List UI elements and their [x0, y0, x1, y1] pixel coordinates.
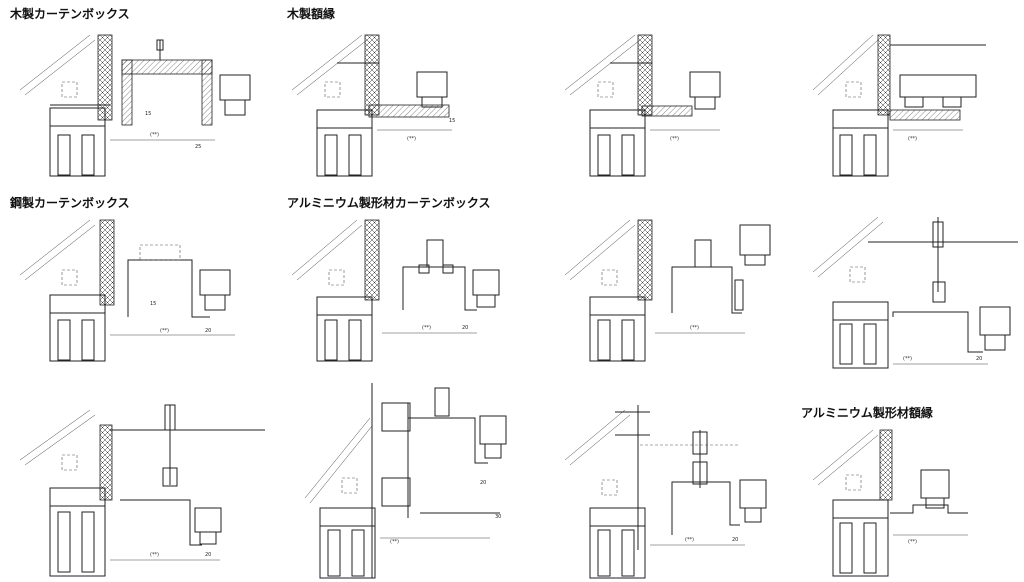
dim-label: (**) [407, 136, 416, 142]
label-wood-frame: 木製額縁 [287, 7, 336, 21]
detail-alu-frame: (**) [812, 429, 968, 577]
dim-label: 15 [145, 111, 151, 117]
label-alu-frame: アルミニウム製形材額縁 [801, 406, 933, 420]
dim-label: 20 [480, 480, 486, 486]
detail-steel-curtain-box: (**) 20 15 [19, 219, 235, 362]
dim-label: (**) [422, 325, 431, 331]
detail-alu-ceiling-hung: (**) 20 [19, 404, 265, 577]
dim-label: 20 [205, 552, 211, 558]
detail-alu-tall-box: (**) 20 30 [304, 383, 507, 579]
dim-label: (**) [903, 356, 912, 362]
detail-wood-curtain-box: (**) 25 15 [19, 34, 251, 177]
detail-wood-frame: (**) 15 [291, 34, 455, 177]
dim-label: (**) [390, 539, 399, 545]
dim-label: 15 [150, 301, 156, 307]
detail-wood-frame-double: (**) [812, 34, 986, 177]
label-alu-curtain-box: アルミニウム製形材カーテンボックス [287, 196, 491, 210]
dim-label: (**) [690, 325, 699, 331]
dim-label: 20 [205, 328, 211, 334]
detail-alu-curtain-box-ceiling: (**) 20 [812, 216, 1018, 369]
dim-label: (**) [670, 136, 679, 142]
dim-label: (**) [150, 132, 159, 138]
label-wood-curtain-box: 木製カーテンボックス [10, 7, 130, 21]
detail-wood-frame-variant: (**) [564, 34, 721, 177]
detail-alu-anchor-box: (**) 20 [564, 405, 767, 579]
dim-label: 15 [449, 118, 455, 124]
dim-label: 30 [495, 514, 501, 520]
dim-label: (**) [150, 552, 159, 558]
label-steel-curtain-box: 鋼製カーテンボックス [10, 196, 130, 210]
detail-alu-curtain-box-variant: (**) [564, 219, 771, 362]
dim-label: 20 [462, 325, 468, 331]
dim-label: (**) [908, 539, 917, 545]
dim-label: 25 [195, 144, 201, 150]
dim-label: (**) [908, 136, 917, 142]
dim-label: (**) [685, 537, 694, 543]
detail-alu-curtain-box: (**) 20 [291, 219, 500, 362]
dim-label: 20 [976, 356, 982, 362]
dim-label: 20 [732, 537, 738, 543]
dim-label: (**) [160, 328, 169, 334]
